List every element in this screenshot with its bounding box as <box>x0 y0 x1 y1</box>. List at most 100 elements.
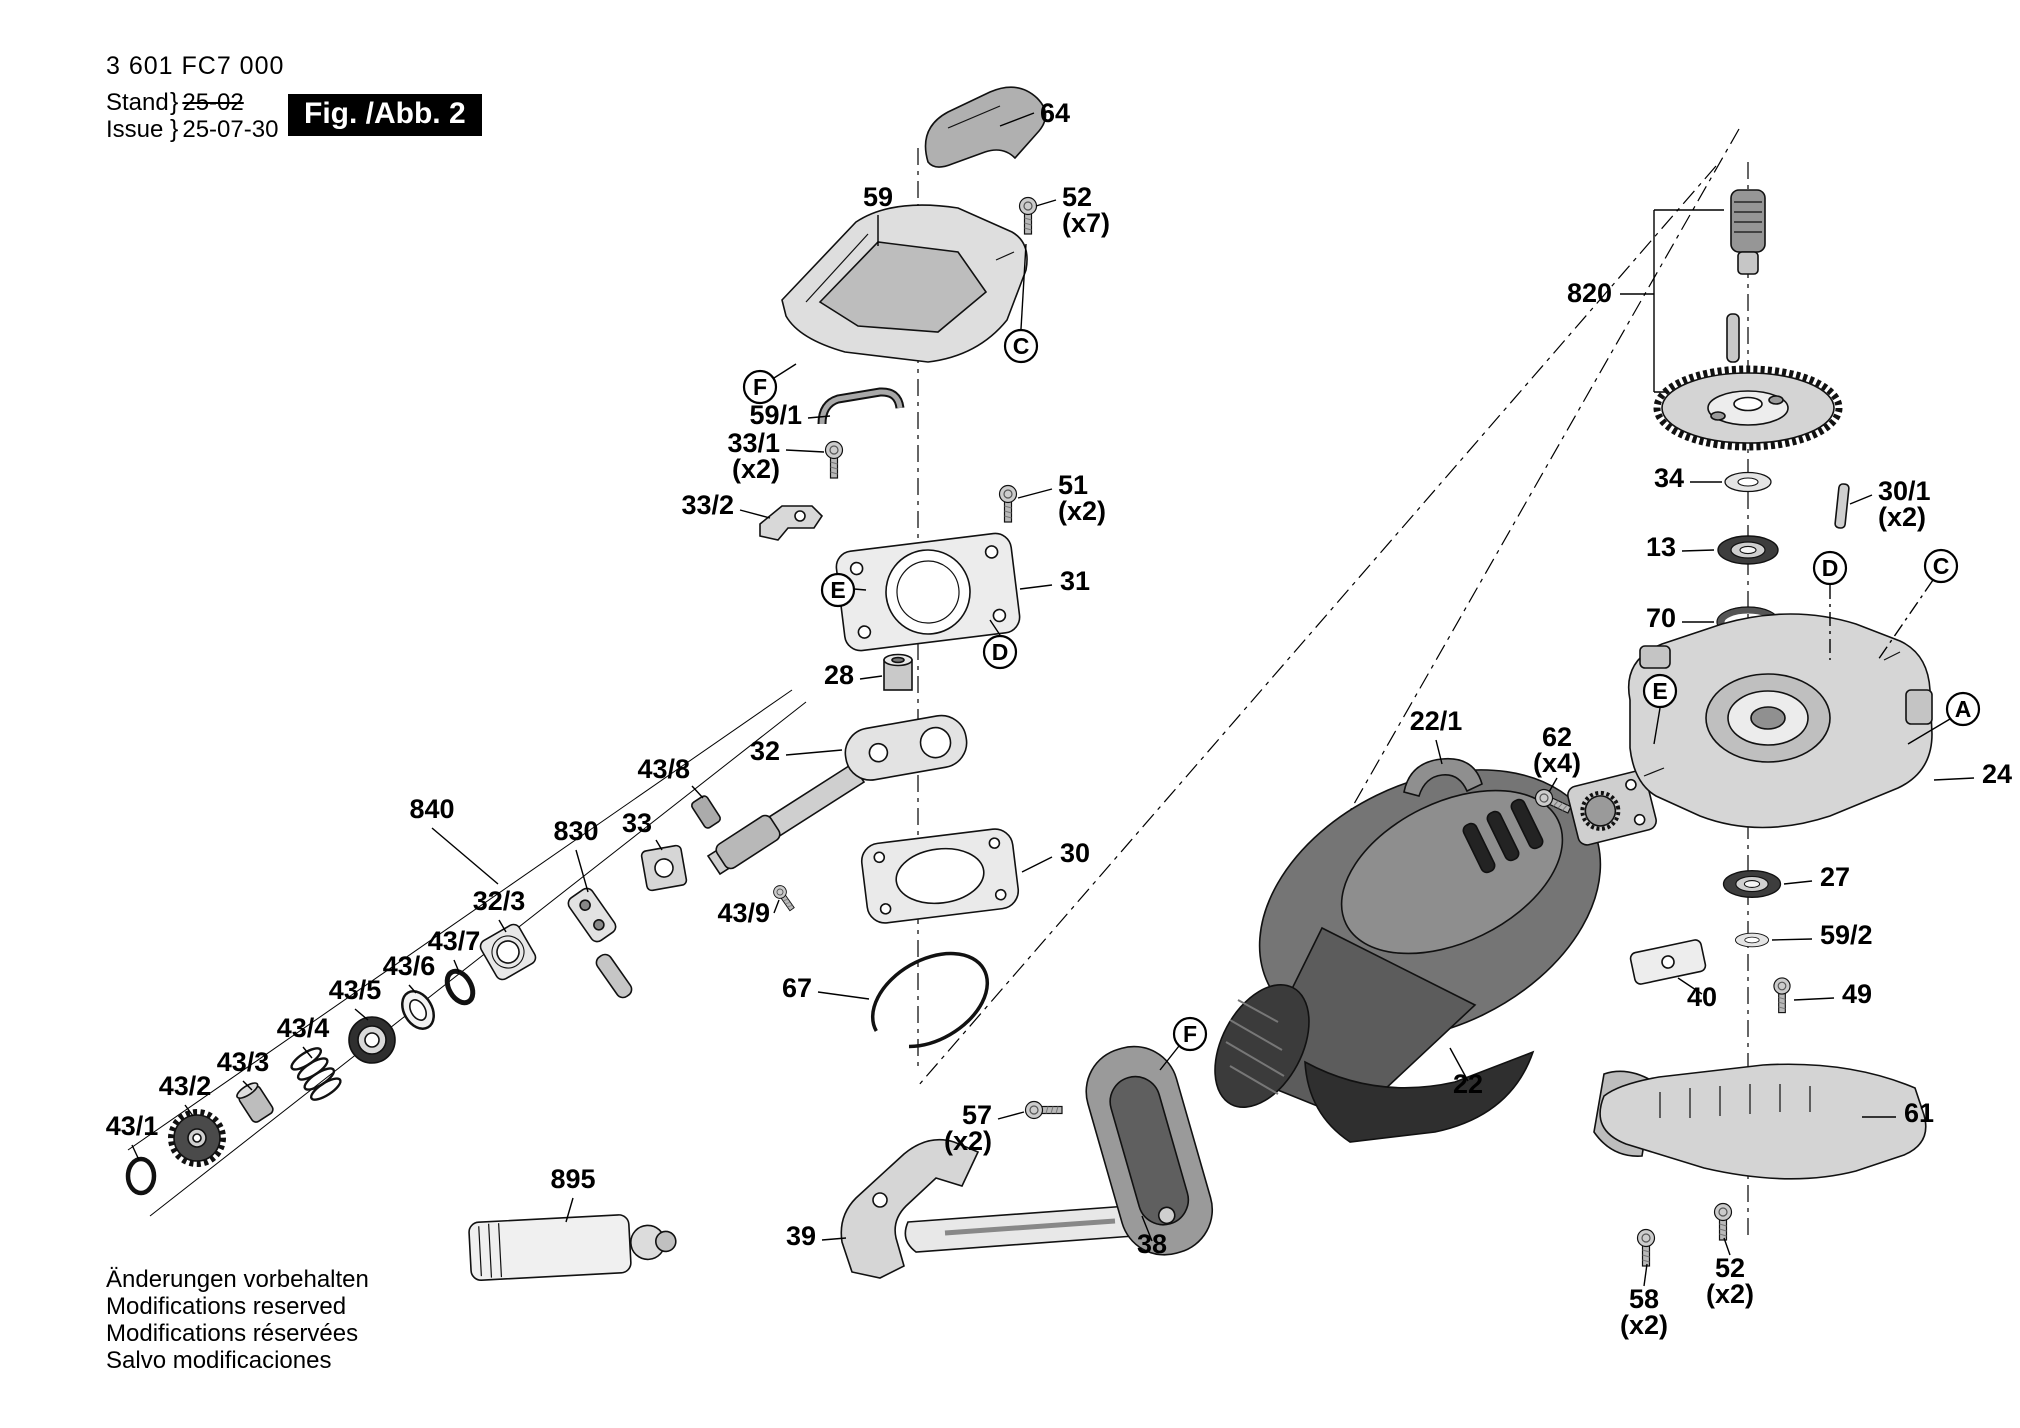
part-housing-22 <box>1214 769 1602 1143</box>
part-label-43-9: 43/9 <box>717 898 770 928</box>
part-label-34: 34 <box>1654 463 1684 493</box>
leader-line <box>999 112 1035 127</box>
leader-line <box>853 588 867 591</box>
leader-line <box>1035 199 1057 207</box>
part-block-33 <box>640 844 688 892</box>
ref-circle-F <box>742 369 778 405</box>
leader-line <box>989 619 1001 636</box>
part-hinge-830 <box>567 887 633 999</box>
part-label-49: 49 <box>1842 979 1872 1009</box>
part-label-52: 52 <box>1062 182 1092 212</box>
part-label-22-1: 22/1 <box>1410 706 1463 736</box>
leader-line <box>1021 856 1053 873</box>
footer-line-de: Änderungen vorbehalten <box>106 1266 369 1293</box>
issue-value: 25-07-30 <box>182 116 279 143</box>
ref-circle-E <box>820 572 856 608</box>
ref-letter-C: C <box>1933 553 1950 579</box>
part-bracket-33-2 <box>759 505 824 541</box>
part-gear-820 <box>1653 365 1843 451</box>
leader-line <box>498 919 507 933</box>
part-oring-43-1 <box>125 1156 157 1196</box>
ref-letter-E: E <box>1652 678 1667 704</box>
screw-49 <box>1773 977 1791 1014</box>
part-cover-61 <box>1593 1063 1927 1180</box>
ref-letter-E: E <box>830 577 845 603</box>
part-label-70: 70 <box>1646 603 1676 633</box>
leader-line <box>1771 938 1813 941</box>
leader-line <box>565 1197 574 1223</box>
revision-block: Stand } 25-02 Issue } 25-07-30 <box>106 88 284 144</box>
part-cover-59 <box>781 204 1028 363</box>
part-qty-33-1: (x2) <box>732 454 780 484</box>
leader-line <box>807 415 831 419</box>
ref-letter-F: F <box>753 374 767 400</box>
part-label-43-4: 43/4 <box>277 1013 330 1043</box>
part-label-43-2: 43/2 <box>159 1071 212 1101</box>
part-label-61: 61 <box>1904 1098 1934 1128</box>
leader-line <box>773 363 797 379</box>
part-label-820: 820 <box>1567 278 1612 308</box>
figure-title: Fig. /Abb. 2 <box>288 94 482 136</box>
part-label-59: 59 <box>863 182 893 212</box>
leader-line <box>184 1104 194 1117</box>
leader-line <box>1548 777 1558 793</box>
part-gear-43-2 <box>168 1109 226 1167</box>
part-retaining-ring-67 <box>870 951 990 1049</box>
leader-line <box>1933 777 1975 781</box>
part-label-43-8: 43/8 <box>637 754 690 784</box>
part-label-64: 64 <box>1040 98 1070 128</box>
stand-label: Stand <box>106 89 169 116</box>
part-label-43-6: 43/6 <box>383 951 436 981</box>
leader-line <box>1019 584 1053 590</box>
part-spring-43-4 <box>290 1047 342 1101</box>
ref-letter-D: D <box>992 639 1009 665</box>
leader-line <box>1643 1263 1648 1287</box>
leader-line <box>773 899 780 914</box>
part-label-30: 30 <box>1060 838 1090 868</box>
part-label-40: 40 <box>1687 982 1717 1012</box>
ref-circle-C <box>1923 548 1959 584</box>
part-washer-59-2 <box>1734 932 1770 948</box>
leader-line <box>1141 1215 1153 1242</box>
part-label-43-1: 43/1 <box>106 1111 159 1141</box>
leader-line <box>997 1111 1025 1120</box>
leader-line <box>821 1237 847 1241</box>
part-qty-30-1: (x2) <box>1878 502 1926 532</box>
leader-line <box>1677 977 1703 995</box>
leader-line <box>431 827 499 885</box>
leader-line <box>1849 494 1873 505</box>
part-label-57: 57 <box>962 1100 992 1130</box>
leader-line <box>739 509 771 519</box>
part-label-51: 51 <box>1058 470 1088 500</box>
leader-line <box>453 959 460 973</box>
leader-line <box>1681 549 1715 552</box>
part-knob-820 <box>1730 189 1766 275</box>
part-pin-820 <box>1726 313 1740 363</box>
leader-line <box>131 1144 140 1161</box>
ref-circle-D <box>982 634 1018 670</box>
part-qty-52: (x2) <box>1706 1279 1754 1309</box>
leader-line <box>655 839 663 851</box>
part-bearing-43-5 <box>348 1016 396 1064</box>
ref-letter-A: A <box>1955 696 1972 722</box>
leader-line <box>785 449 825 453</box>
part-label-33-1: 33/1 <box>727 428 780 458</box>
part-cylinder-28 <box>883 653 913 691</box>
part-qty-62: (x4) <box>1533 748 1581 778</box>
issue-row: Issue } 25-07-30 <box>106 115 284 144</box>
part-label-62: 62 <box>1542 722 1572 752</box>
ref-letter-F: F <box>1183 1021 1197 1047</box>
part-label-30-1: 30/1 <box>1878 476 1931 506</box>
leader-line <box>1877 579 1934 661</box>
part-washer-34 <box>1724 471 1772 493</box>
part-label-59-2: 59/2 <box>1820 920 1873 950</box>
modification-notice: Änderungen vorbehalten Modifications res… <box>106 1266 369 1374</box>
part-label-43-5: 43/5 <box>329 975 382 1005</box>
part-label-67: 67 <box>782 973 812 1003</box>
bracket-820 <box>1620 209 1724 393</box>
issue-brace: } <box>170 115 179 143</box>
stand-brace: } <box>170 88 179 116</box>
part-label-58: 58 <box>1629 1284 1659 1314</box>
